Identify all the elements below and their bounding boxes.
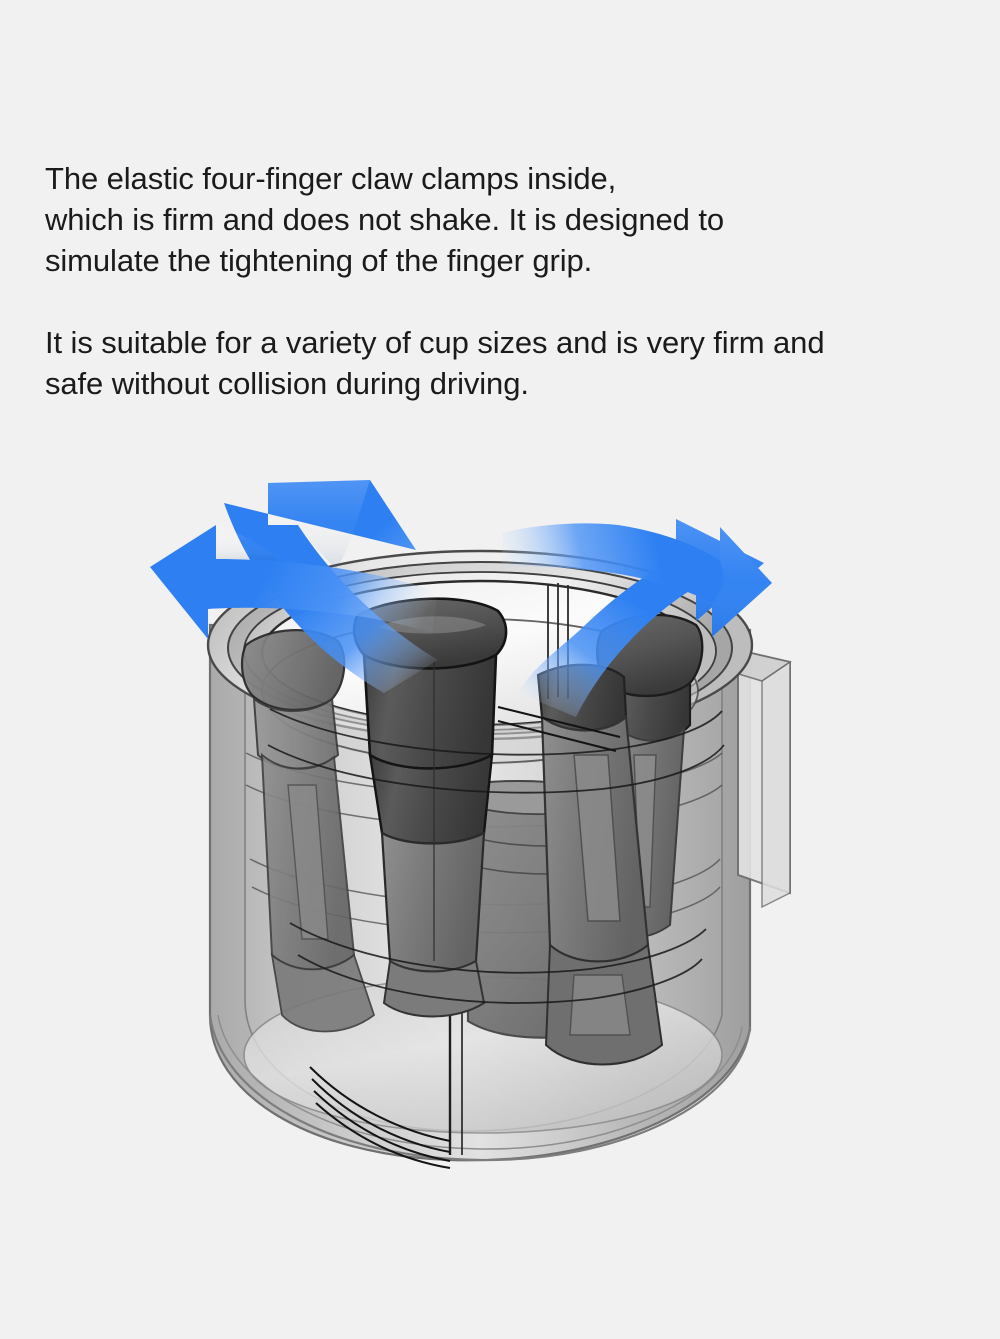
- housing-lower-ring-1: [208, 1014, 752, 1162]
- claw-back-left: [240, 629, 376, 1033]
- product-illustration: [150, 455, 870, 1215]
- diagram-wireframe: [267, 708, 725, 1004]
- description-paragraph-2: It is suitable for a variety of cup size…: [45, 325, 825, 401]
- housing-lower-ring-2: [217, 1014, 743, 1150]
- cup-holder-diagram: [150, 480, 792, 1169]
- hub-slot-lines: [497, 706, 621, 752]
- claw-front-main: [352, 597, 508, 1018]
- housing-bottom-ribs: [309, 1066, 451, 1169]
- claw-front-right: [536, 663, 664, 1066]
- arrow-left: [150, 525, 438, 639]
- description-block: The elastic four-finger claw clamps insi…: [45, 158, 975, 404]
- description-paragraph-1: The elastic four-finger claw clamps insi…: [45, 161, 724, 278]
- arrow-right: [502, 523, 772, 637]
